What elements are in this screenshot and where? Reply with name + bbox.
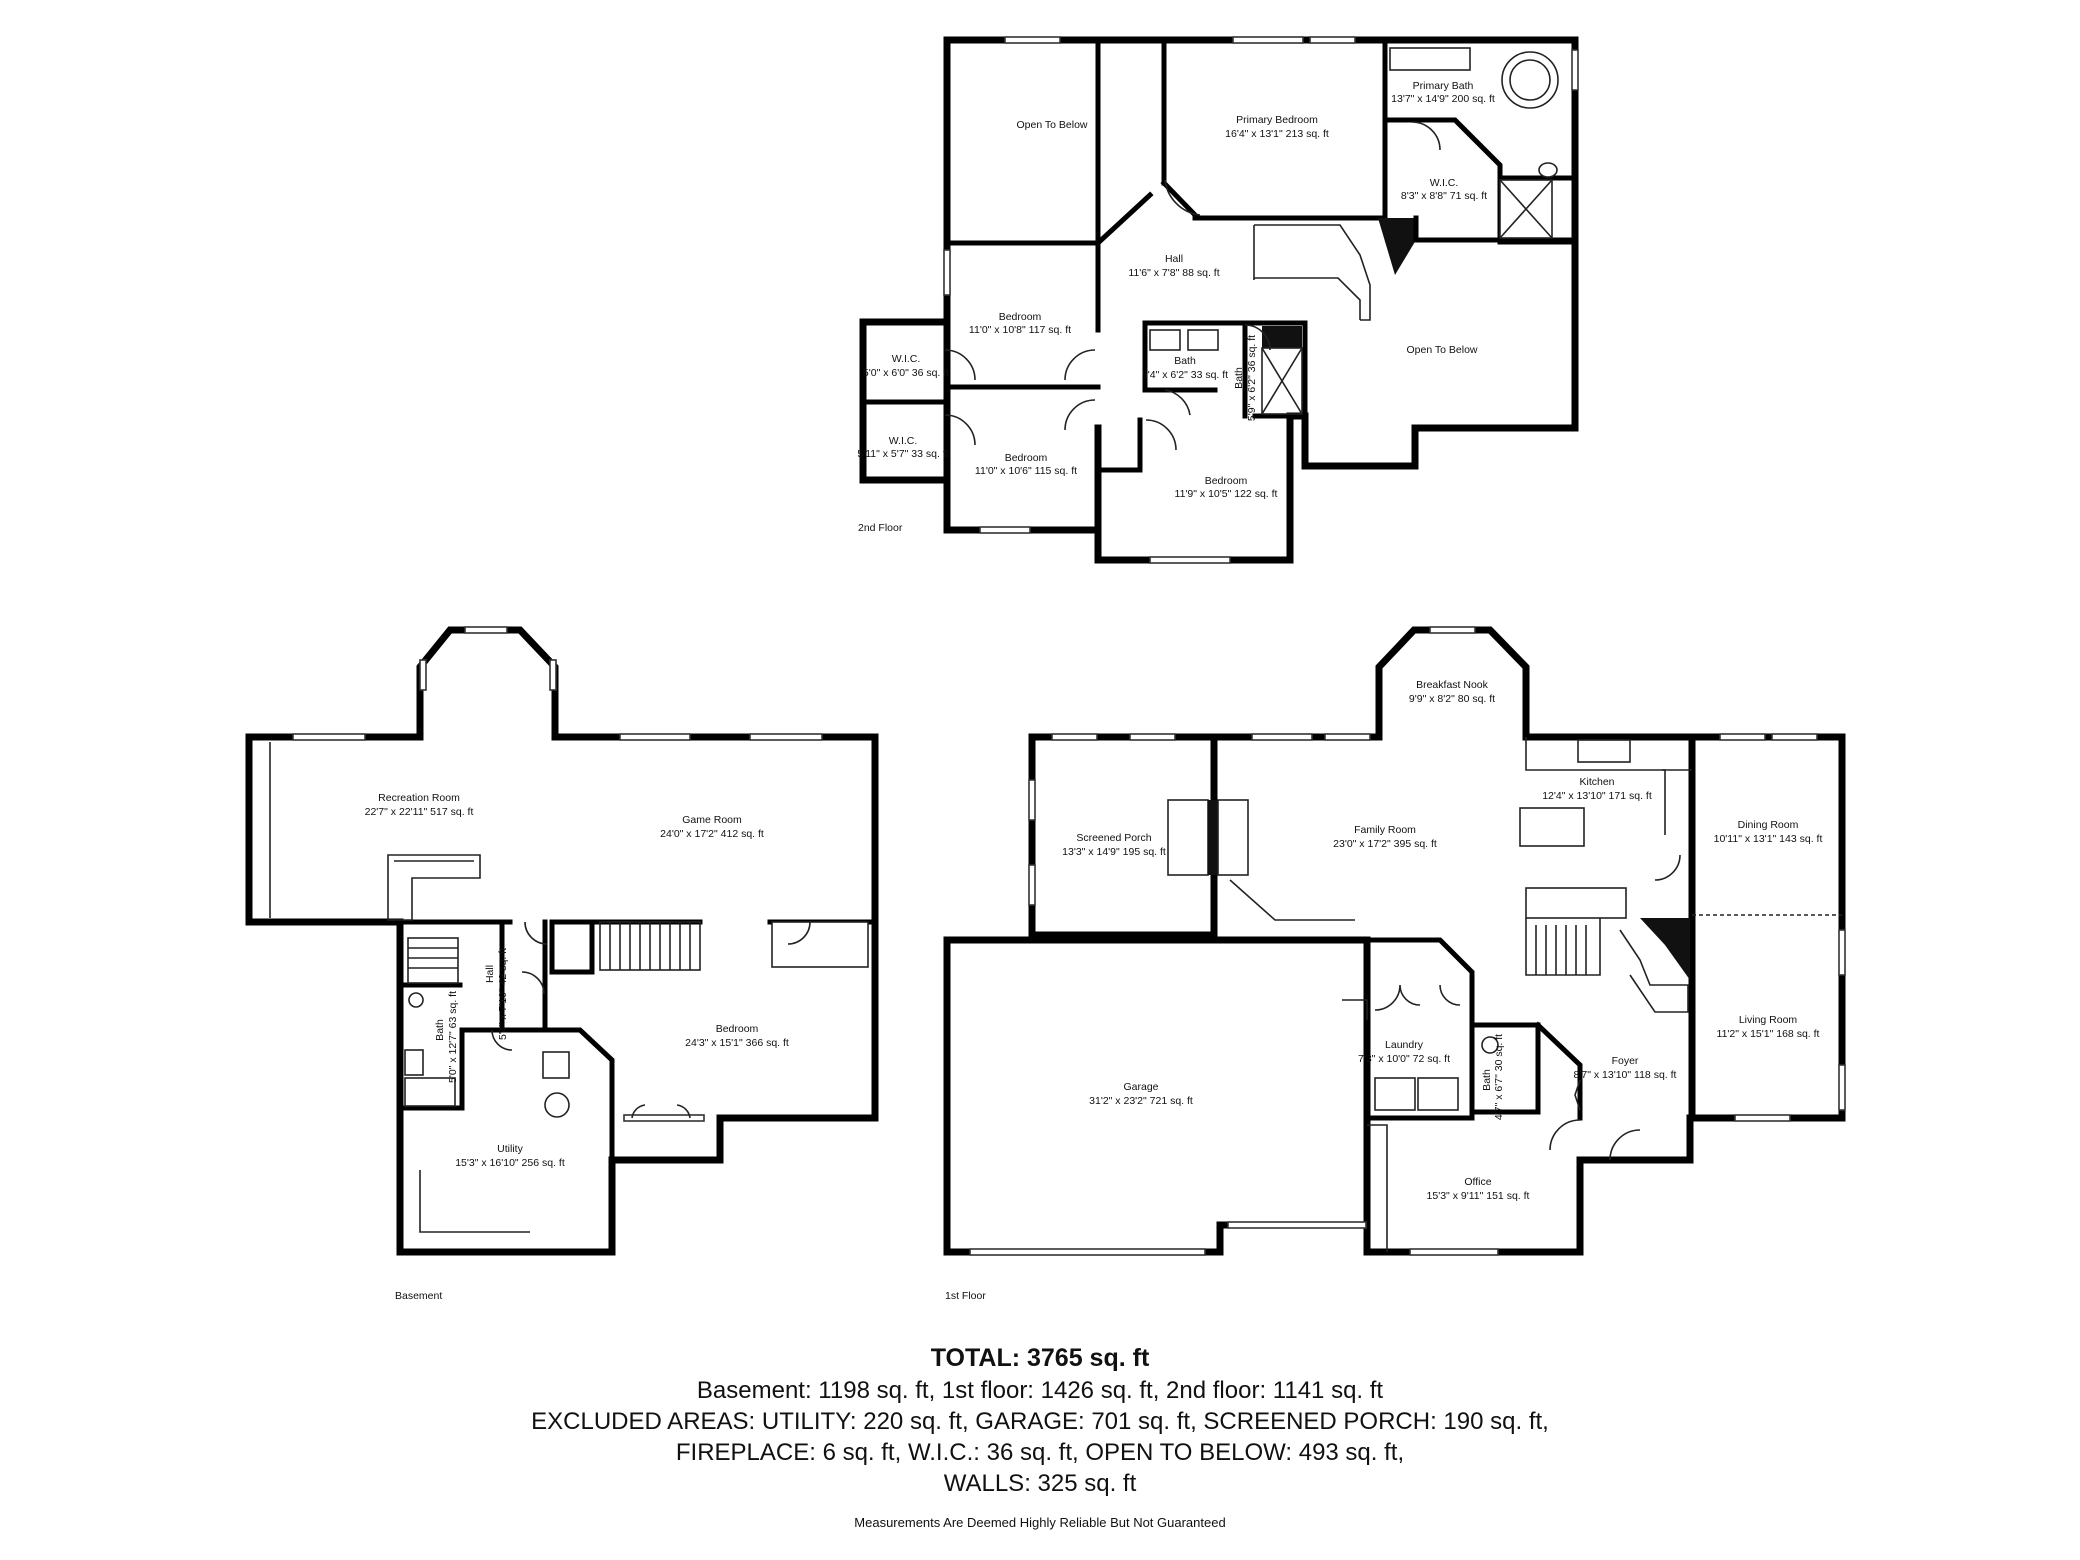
hall-dims: 5'4" x 7'10" 42 sq. ft <box>497 948 509 1040</box>
primary-bath-name: Primary Bath <box>1413 80 1474 92</box>
wic-a-name: W.I.C. <box>892 353 921 365</box>
primary-bedroom-name: Primary Bedroom <box>1236 114 1318 126</box>
wic-b-name: W.I.C. <box>889 435 918 447</box>
laundry-name: Laundry <box>1385 1039 1424 1051</box>
first-floor-plan <box>943 626 1846 1256</box>
second-floor-labels: Open To Below Primary Bedroom 16'4" x 13… <box>857 80 1495 534</box>
open-below-1-name: Open To Below <box>1016 119 1087 131</box>
wic-primary-name: W.I.C. <box>1430 177 1459 189</box>
dining-room-dims: 10'11" x 13'1" 143 sq. ft <box>1714 833 1823 845</box>
dining-room-name: Dining Room <box>1738 819 1799 831</box>
bath-name: Bath <box>1481 1069 1493 1091</box>
laundry-dims: 7'3" x 10'0" 72 sq. ft <box>1358 1053 1450 1065</box>
bath-b-name: Bath <box>1233 367 1245 389</box>
bath-b-dims: 5'9" x 6'2" 36 sq. ft <box>1246 335 1258 421</box>
excluded-areas-line-3: WALLS: 325 sq. ft <box>943 1470 1137 1497</box>
floor-areas-line: Basement: 1198 sq. ft, 1st floor: 1426 s… <box>696 1377 1384 1404</box>
bedroom-b-name: Bedroom <box>1005 452 1048 464</box>
recreation-room-name: Recreation Room <box>378 792 460 804</box>
bath-a-dims: 5'4" x 6'2" 33 sq. ft <box>1142 369 1228 381</box>
living-room-dims: 11'2" x 15'1" 168 sq. ft <box>1717 1028 1820 1040</box>
bath-dims: 5'0" x 12'7" 63 sq. ft <box>447 991 459 1083</box>
wic-a-dims: 5'0" x 6'0" 36 sq. ft <box>863 367 949 379</box>
breakfast-nook-dims: 9'9" x 8'2" 80 sq. ft <box>1409 693 1495 705</box>
family-room-name: Family Room <box>1354 824 1416 836</box>
basement-labels: Recreation Room 22'7" x 22'11" 517 sq. f… <box>365 792 789 1302</box>
hall-name: Hall <box>1165 253 1183 265</box>
recreation-room-dims: 22'7" x 22'11" 517 sq. ft <box>365 806 474 818</box>
hall-dims: 11'6" x 7'8" 88 sq. ft <box>1128 267 1219 279</box>
excluded-areas-line-1: EXCLUDED AREAS: UTILITY: 220 sq. ft, GAR… <box>531 1408 1549 1435</box>
garage-dims: 31'2" x 23'2" 721 sq. ft <box>1089 1095 1193 1107</box>
excluded-areas-line-2: FIREPLACE: 6 sq. ft, W.I.C.: 36 sq. ft, … <box>675 1439 1405 1466</box>
foyer-dims: 8'7" x 13'10" 118 sq. ft <box>1574 1069 1677 1081</box>
hall-name: Hall <box>484 965 496 983</box>
bedroom-dims: 24'3" x 15'1" 366 sq. ft <box>685 1037 789 1049</box>
foyer-name: Foyer <box>1612 1055 1639 1067</box>
garage-name: Garage <box>1123 1081 1158 1093</box>
bedroom-name: Bedroom <box>716 1023 759 1035</box>
utility-dims: 15'3" x 16'10" 256 sq. ft <box>455 1157 565 1169</box>
first-floor-label: 1st Floor <box>945 1290 986 1302</box>
office-dims: 15'3" x 9'11" 151 sq. ft <box>1427 1190 1530 1202</box>
utility-name: Utility <box>497 1143 523 1155</box>
breakfast-nook-name: Breakfast Nook <box>1416 679 1489 691</box>
bedroom-c-dims: 11'9" x 10'5" 122 sq. ft <box>1175 488 1278 500</box>
bath-name: Bath <box>434 1019 446 1041</box>
bedroom-a-name: Bedroom <box>999 311 1042 323</box>
primary-bath-dims: 13'7" x 14'9" 200 sq. ft <box>1391 93 1495 105</box>
screened-porch-name: Screened Porch <box>1076 832 1151 844</box>
total-area: TOTAL: 3765 sq. ft <box>930 1344 1150 1372</box>
game-room-dims: 24'0" x 17'2" 412 sq. ft <box>660 828 764 840</box>
living-room-name: Living Room <box>1739 1014 1798 1026</box>
family-room-dims: 23'0" x 17'2" 395 sq. ft <box>1333 838 1437 850</box>
bath-dims: 4'7" x 6'7" 30 sq. ft <box>1493 1034 1505 1120</box>
measurement-disclaimer: Measurements Are Deemed Highly Reliable … <box>854 1515 1226 1530</box>
bath-a-name: Bath <box>1174 355 1196 367</box>
open-below-2-name: Open To Below <box>1406 344 1477 356</box>
first-floor-labels: Breakfast Nook 9'9" x 8'2" 80 sq. ft Kit… <box>945 679 1822 1302</box>
screened-porch-dims: 13'3" x 14'9" 195 sq. ft <box>1062 846 1166 858</box>
basement-label: Basement <box>395 1290 442 1302</box>
second-floor-plan <box>859 36 1579 564</box>
bedroom-a-dims: 11'0" x 10'8" 117 sq. ft <box>969 324 1071 336</box>
wic-primary-dims: 8'3" x 8'8" 71 sq. ft <box>1401 190 1487 202</box>
office-name: Office <box>1464 1176 1491 1188</box>
bedroom-b-dims: 11'0" x 10'6" 115 sq. ft <box>975 465 1077 477</box>
bedroom-c-name: Bedroom <box>1205 475 1248 487</box>
basement-plan <box>245 626 879 1256</box>
kitchen-name: Kitchen <box>1579 776 1614 788</box>
second-floor-label: 2nd Floor <box>858 522 903 534</box>
primary-bedroom-dims: 16'4" x 13'1" 213 sq. ft <box>1225 128 1329 140</box>
game-room-name: Game Room <box>682 814 742 826</box>
wic-b-dims: 5'11" x 5'7" 33 sq. ft <box>857 448 948 460</box>
kitchen-dims: 12'4" x 13'10" 171 sq. ft <box>1542 790 1652 802</box>
